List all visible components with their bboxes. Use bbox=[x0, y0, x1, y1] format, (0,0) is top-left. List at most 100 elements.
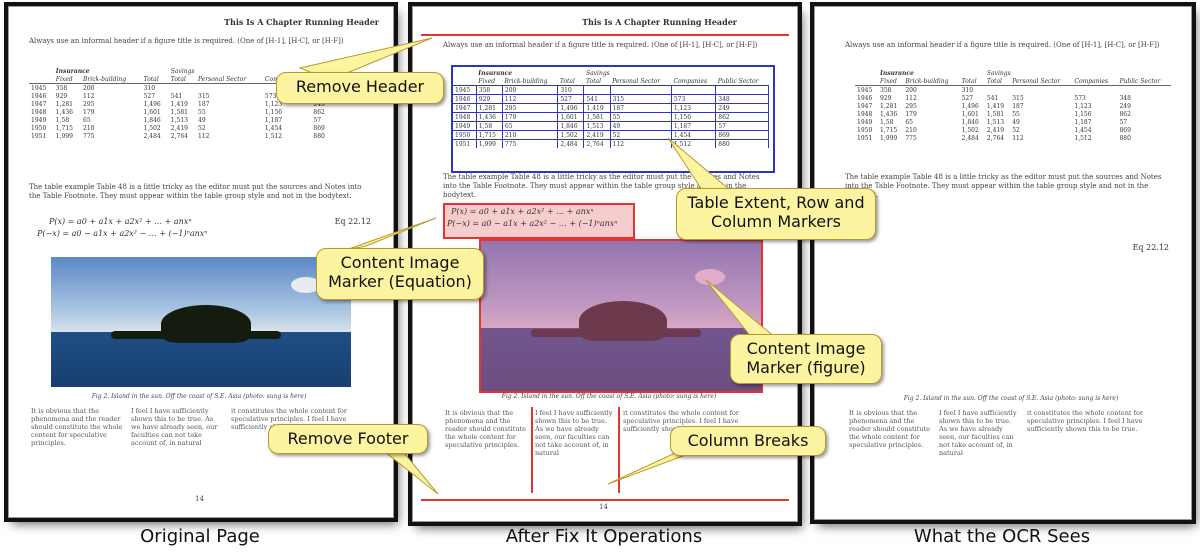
table-column-header: Total bbox=[961, 77, 977, 85]
table-cell bbox=[671, 85, 717, 95]
intro-text: Always use an informal header if a figur… bbox=[845, 41, 1160, 49]
table-cell: 1946 bbox=[31, 92, 47, 100]
table-cell: 1,156 bbox=[671, 112, 717, 122]
table-cell: 2,419 bbox=[986, 126, 1005, 134]
table-cell: 1947 bbox=[453, 103, 477, 113]
table-cell: 1948 bbox=[857, 110, 873, 118]
table-cell: 1,123 bbox=[264, 100, 283, 108]
table-cell: 1950 bbox=[31, 124, 47, 132]
table-cell: 179 bbox=[83, 108, 95, 116]
equation-number: Eq 22.12 bbox=[1132, 243, 1169, 252]
table-cell: 1947 bbox=[31, 100, 47, 108]
table-cell: 1,496 bbox=[143, 100, 161, 108]
table-cell: 65 bbox=[905, 118, 913, 126]
table-column-header: Total bbox=[143, 75, 159, 83]
table-cell: 1,454 bbox=[671, 130, 717, 140]
table-cell: 1,999 bbox=[476, 139, 503, 148]
running-header: This Is A Chapter Running Header bbox=[224, 17, 379, 27]
table-cell: 1946 bbox=[857, 94, 873, 102]
table-group-label: Savings bbox=[986, 69, 1011, 77]
text-column-3: it constitutes the whole content for spe… bbox=[1027, 409, 1144, 433]
pointer-figure-marker bbox=[705, 279, 778, 339]
table-column-header: Total bbox=[559, 77, 575, 85]
equation-line-2: P(−x) = a0 − a1x + a2x² − … + (−1)ⁿanxⁿ bbox=[37, 229, 208, 238]
table-cell: 200 bbox=[905, 86, 917, 94]
table-cell: 187 bbox=[610, 103, 672, 113]
table-extent-marker bbox=[451, 65, 775, 173]
header-marker-line bbox=[421, 34, 789, 36]
table-cell: 1,512 bbox=[671, 139, 717, 148]
table-cell: 1951 bbox=[453, 139, 477, 148]
table-cell: 1,496 bbox=[557, 103, 585, 113]
table-column-header: Fixed bbox=[55, 75, 73, 83]
table-cell: 57 bbox=[313, 116, 322, 124]
table-cell: 1,281 bbox=[55, 100, 73, 108]
table-cell: 112 bbox=[83, 92, 95, 100]
intro-text: Always use an informal header if a figur… bbox=[29, 37, 344, 45]
table-cell: 1,187 bbox=[1074, 118, 1092, 126]
table-cell: 55 bbox=[610, 112, 672, 122]
table-column-header: Brick-building bbox=[905, 77, 949, 85]
table-cell: 112 bbox=[610, 139, 672, 148]
table-cell: 55 bbox=[1012, 110, 1020, 118]
table-cell: 1,436 bbox=[55, 108, 73, 116]
table-cell: 2,764 bbox=[986, 134, 1005, 142]
table-cell: 179 bbox=[502, 112, 559, 122]
table-cell: 1949 bbox=[31, 116, 47, 124]
table-cell: 1951 bbox=[857, 134, 873, 142]
text-column-2: I feel I have sufficiently shown this to… bbox=[131, 407, 218, 447]
table-cell: 541 bbox=[986, 94, 999, 102]
table-cell: 573 bbox=[1074, 94, 1086, 102]
text-column-1: It is obvious that the phenomena and the… bbox=[445, 409, 526, 449]
table-cell: 775 bbox=[502, 139, 559, 148]
table-cell: 929 bbox=[880, 94, 892, 102]
table-group-label: Savings bbox=[170, 67, 195, 75]
table-cell: 65 bbox=[83, 116, 91, 124]
table-column-header: Companies bbox=[1074, 77, 1109, 85]
table-cell: 1,512 bbox=[1074, 134, 1092, 142]
table-cell: 310 bbox=[143, 84, 156, 92]
label-after-fix: After Fix It Operations bbox=[505, 526, 703, 547]
text-column-2: I feel I have sufficiently shown this to… bbox=[939, 409, 1017, 457]
table-cell: 1,58 bbox=[55, 116, 70, 124]
table-cell: 1,123 bbox=[671, 103, 717, 113]
table-cell: 358 bbox=[476, 85, 503, 95]
table-cell: 527 bbox=[961, 94, 974, 102]
pointer-remove-footer bbox=[378, 447, 439, 495]
table-cell: 1,419 bbox=[583, 103, 611, 113]
table-cell: 1,58 bbox=[880, 118, 894, 126]
equation-line-1: P(x) = a0 + a1x + a2x² + … + anxⁿ bbox=[49, 217, 192, 226]
table-group-label: Insurance bbox=[478, 69, 513, 77]
table-cell: 573 bbox=[671, 94, 717, 104]
equation-line-2: P(−x) = a0 − a1x + a2x² − … + (−1)ⁿanxⁿ bbox=[447, 219, 618, 228]
table-cell: 1,436 bbox=[880, 110, 898, 118]
table-cell: 295 bbox=[502, 103, 559, 113]
table-cell: 295 bbox=[83, 100, 95, 108]
table-cell: 880 bbox=[313, 132, 325, 140]
table-column-header: Total bbox=[986, 77, 1002, 85]
table-cell: 1,419 bbox=[170, 100, 188, 108]
table-cell: 200 bbox=[502, 85, 559, 95]
table-cell: 1,513 bbox=[170, 116, 188, 124]
table-cell: 1,715 bbox=[476, 130, 503, 140]
table-cell: 249 bbox=[715, 103, 769, 113]
table-cell: 1,123 bbox=[1074, 102, 1092, 110]
table-cell: 200 bbox=[83, 84, 95, 92]
table-cell: 1,513 bbox=[583, 121, 611, 131]
table-cell: 112 bbox=[502, 94, 559, 104]
